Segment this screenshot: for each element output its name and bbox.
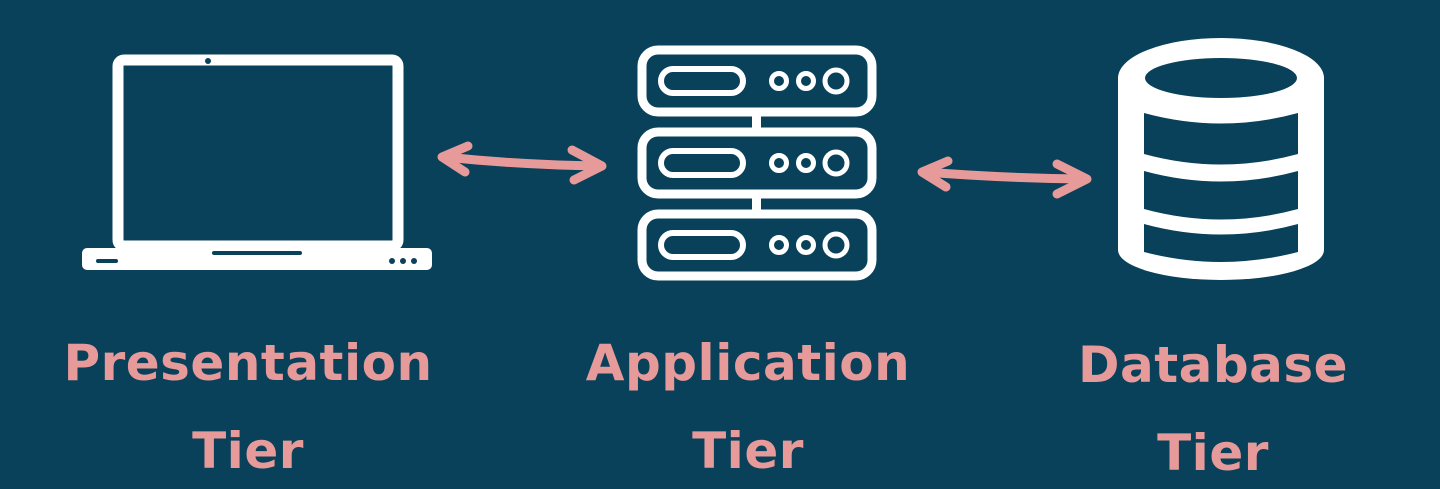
bidirectional-arrow-icon <box>437 141 607 185</box>
database-tier-label: Database Tier <box>1003 340 1423 480</box>
tier-label-line1: Presentation <box>63 334 433 392</box>
tier-label-line2: Tier <box>192 422 304 480</box>
bidirectional-arrow-icon <box>917 156 1092 199</box>
tier-label-line2: Tier <box>692 422 804 480</box>
laptop-icon <box>82 54 432 270</box>
tier-label-line1: Application <box>585 334 911 392</box>
tier-label-line1: Database <box>1077 336 1349 394</box>
application-tier-label: Application Tier <box>538 338 958 478</box>
presentation-tier-label: Presentation Tier <box>38 338 458 478</box>
database-icon <box>1118 38 1324 280</box>
tier-label-line2: Tier <box>1157 424 1269 482</box>
server-rack-icon <box>637 45 877 281</box>
